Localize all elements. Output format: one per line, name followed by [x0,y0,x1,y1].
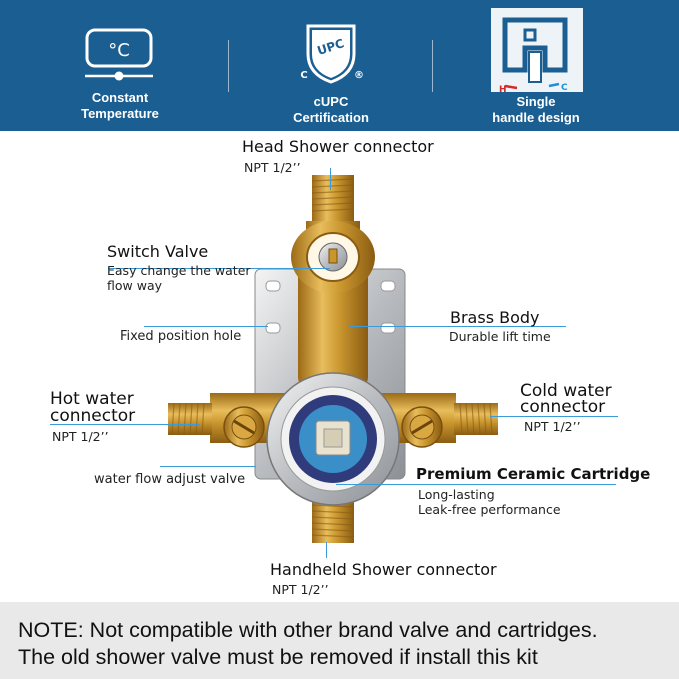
leader-line [144,326,268,327]
note-line2: The old shower valve must be removed if … [18,645,538,669]
switch-valve [291,221,375,293]
cold-water-npt: NPT 1/2’’ [524,419,581,434]
brass-body-desc: Durable lift time [449,329,551,344]
compatibility-note: NOTE: Not compatible with other brand va… [0,602,679,679]
svg-text:®: ® [354,70,364,81]
separator [228,40,229,92]
leader-line [108,268,330,269]
svg-text:C: C [561,83,568,92]
feature-label-line1: Single [516,94,556,109]
feature-label-line1: cUPC [313,94,349,109]
svg-text:C: C [300,70,307,81]
hot-water-title2: connector [50,406,136,426]
feature-label-line2: Certification [293,110,369,125]
feature-label-line2: handle design [492,110,580,125]
leader-line [336,484,616,485]
feature-cupc-certification: UPC C ® cUPC Certification [256,8,406,128]
head-shower-npt: NPT 1/2’’ [244,160,301,175]
hot-water-inlet [168,402,212,436]
handheld-title: Handheld Shower connector [270,560,497,579]
cartridge-title: Premium Ceramic Cartridge [416,465,651,483]
feature-constant-temperature: °C Constant Temperature [45,8,195,128]
cold-flow-adjust-screw [401,406,443,448]
hot-flow-adjust-screw [223,406,265,448]
ceramic-cartridge [266,372,400,506]
feature-label-line1: Constant [91,90,149,105]
leader-line [326,542,327,558]
switch-valve-desc2: flow way [107,278,162,293]
thermometer-display-icon: °C [85,28,153,81]
hot-water-title1: Hot water [50,389,134,409]
feature-single-handle: H C Single handle design [461,8,611,128]
feature-banner: °C Constant Temperature UPC C ® cUPC Cer… [0,0,679,131]
cold-water-inlet [454,402,498,436]
leader-line [330,168,331,190]
svg-text:H: H [499,85,507,92]
leader-line [160,466,256,467]
separator [432,40,433,92]
switch-valve-desc1: Easy change the water [107,263,251,278]
leader-line [490,416,618,417]
feature-label-line2: Temperature [81,106,159,121]
hot-water-npt: NPT 1/2’’ [52,429,109,444]
cupc-certification-icon: UPC C ® [300,24,364,84]
brass-body-title: Brass Body [450,308,540,327]
switch-valve-title: Switch Valve [107,242,209,261]
flow-adjust-label: water flow adjust valve [94,472,246,487]
shower-valve-illustration [168,175,498,543]
svg-text:°C: °C [108,40,130,61]
head-shower-title: Head Shower connector [242,137,434,156]
single-handle-icon: H C [499,17,568,92]
cartridge-desc1: Long-lasting [418,487,495,502]
note-line1: NOTE: Not compatible with other brand va… [18,618,598,642]
cartridge-desc2: Leak-free performance [418,502,561,517]
handheld-npt: NPT 1/2’’ [272,582,329,597]
leader-line [350,326,566,327]
leader-line [50,424,200,425]
fixed-hole-label: Fixed position hole [120,329,242,344]
cold-water-title2: connector [520,397,606,417]
cold-water-title1: Cold water [520,381,612,401]
